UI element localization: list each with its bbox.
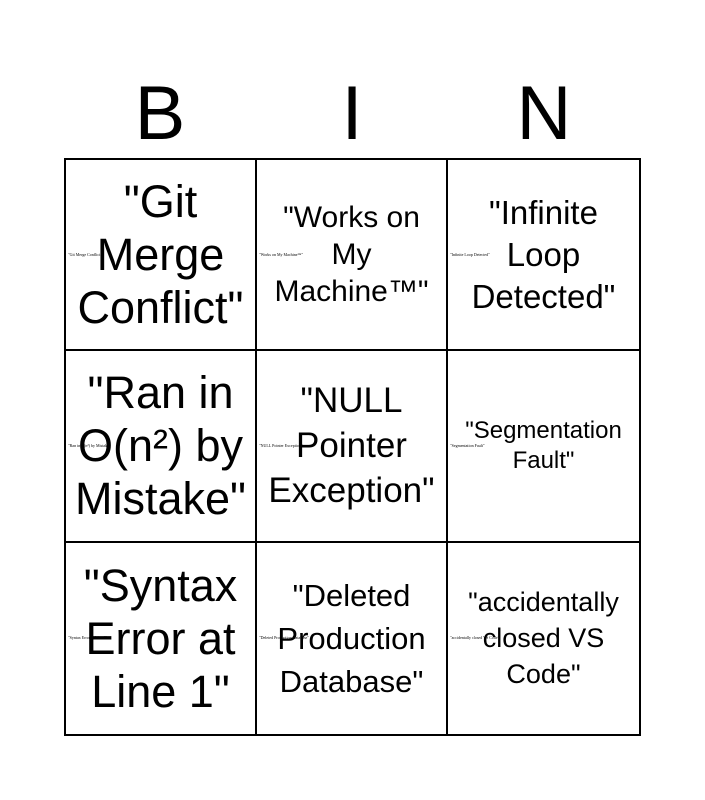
cell-small-text: "Infinite Loop Detected" bbox=[450, 251, 490, 257]
cell-text: "Infinite Loop Detected" bbox=[471, 193, 616, 315]
cell-text: "Works on My Machine™" bbox=[274, 201, 429, 309]
bingo-cell[interactable]: "Syntax Error at Line 1" "Syntax Error a… bbox=[66, 542, 257, 734]
cell-small-text: "NULL Pointer Exception" bbox=[259, 442, 303, 448]
bingo-cell[interactable]: "NULL Pointer Exception" "NULL Pointer E… bbox=[257, 351, 448, 543]
cell-text: "Segmentation Fault" bbox=[465, 416, 622, 474]
cell-small-text: "Deleted Production Database" bbox=[259, 635, 309, 641]
cell-small-text: "Ran in O(n²) by Mistake" bbox=[68, 442, 111, 448]
bingo-header: B I N bbox=[64, 70, 641, 158]
cell-small-text: "accidentally closed VS Code" bbox=[450, 635, 500, 641]
bingo-cell[interactable]: "Segmentation Fault" "Segmentation Fault… bbox=[448, 351, 639, 543]
bingo-cell[interactable]: "Works on My Machine™" "Works on My Mach… bbox=[257, 160, 448, 352]
cell-small-text: "Git Merge Conflict" bbox=[68, 251, 102, 257]
cell-text: "accidentally closed VS Code" bbox=[468, 587, 619, 690]
header-letter-i: I bbox=[341, 71, 363, 156]
cell-text: "Ran in O(n²) by Mistake" bbox=[74, 367, 246, 525]
cell-text: "Git Merge Conflict" bbox=[77, 176, 244, 334]
cell-text: "NULL Pointer Exception" bbox=[268, 381, 435, 511]
header-letter-n: N bbox=[516, 71, 572, 156]
bingo-cell[interactable]: "Git Merge Conflict" "Git Merge Conflict… bbox=[66, 160, 257, 352]
cell-text: "Deleted Production Database" bbox=[277, 577, 426, 699]
cell-small-text: "Works on My Machine™" bbox=[259, 251, 304, 257]
cell-small-text: "Segmentation Fault" bbox=[450, 442, 485, 448]
bingo-board: "Git Merge Conflict" "Git Merge Conflict… bbox=[64, 158, 641, 736]
bingo-cell[interactable]: "Infinite Loop Detected" "Infinite Loop … bbox=[448, 160, 639, 352]
header-letter-b: B bbox=[134, 71, 186, 156]
bingo-cell[interactable]: "Ran in O(n²) by Mistake" "Ran in O(n²) … bbox=[66, 351, 257, 543]
cell-text: "Syntax Error at Line 1" bbox=[83, 559, 238, 717]
bingo-cell[interactable]: "Deleted Production Database" "Deleted P… bbox=[257, 542, 448, 734]
cell-small-text: "Syntax Error at Line 1" bbox=[68, 635, 108, 641]
bingo-cell[interactable]: "accidentally closed VS Code" "accidenta… bbox=[448, 543, 639, 734]
